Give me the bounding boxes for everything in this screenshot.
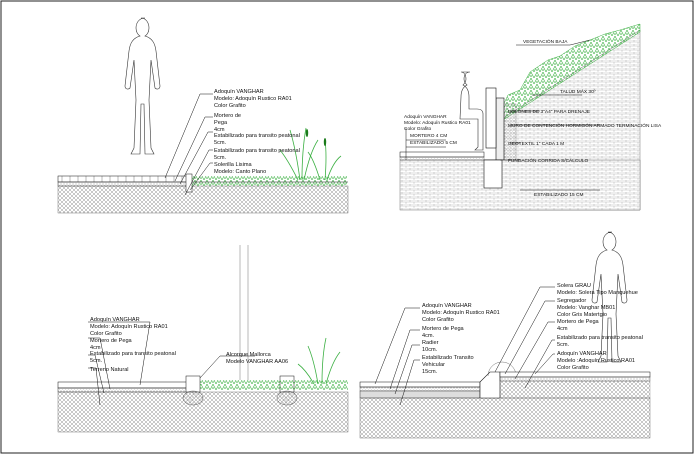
mortar-layer-tr [399, 156, 485, 161]
grass-strip-bl [200, 380, 348, 390]
tl-label-4: Pega [214, 120, 228, 126]
bl-label-1: Modelo: Adoquín Rustico RA01 [90, 324, 168, 330]
tr-labels: VEGETACIÓN BAJA TALUD MÁX 30º BOLONES DE… [404, 38, 662, 198]
br-left-3: Mortero de Pega [422, 326, 465, 332]
br-left-5: Radier [422, 340, 439, 346]
bl-label-4: 4cm [90, 345, 101, 351]
tr-left-0: Adoquín VANGHAR [404, 114, 447, 120]
person-silhouette [124, 17, 161, 155]
bl-labels: Adoquín VANGHAR Modelo: Adoquín Rustico … [90, 317, 288, 373]
tr-label-2: BOLONES DE 3"A4" PARA DRENAJE [508, 109, 590, 115]
grass-strip [192, 176, 347, 186]
base-ground [399, 159, 641, 211]
br-left-7: Estabilizado Transito [422, 355, 474, 361]
slope-vegetation [499, 23, 641, 123]
tr-label-5: FUNDACIÓN CORRIDA S/CÁLCULO [508, 157, 588, 164]
paver-layer [57, 175, 189, 183]
vehicular-mortar [359, 386, 481, 392]
panel-bottom-left: Adoquín VANGHAR Modelo: Adoquín Rustico … [57, 245, 349, 433]
bench [485, 87, 497, 149]
br-left-labels: Adoquín VANGHAR Modelo: Adoquín Rustico … [422, 303, 500, 375]
tree-pit-left [185, 375, 201, 393]
tr-label-3: MURO DE CONTENCIÓN HORMIGÓN ARMADO TERMI… [508, 122, 662, 129]
tl-label-7: 5cm. [214, 140, 227, 146]
br-right-0: Solera GRAU [557, 283, 591, 289]
ped-base [499, 380, 651, 399]
tl-label-6: Estabilizado para transito peatonal [214, 133, 300, 139]
tr-left-3: MORTERO 4 CM [410, 133, 447, 139]
tr-label-1: TALUD MÁX 30º [560, 88, 596, 95]
paver-layer-tr [399, 151, 485, 158]
curb [185, 173, 193, 193]
br-right-11: Color Grafito [557, 365, 589, 371]
bl-label-3: Mortero de Pega [90, 338, 133, 344]
tl-label-8: Estabilizado para transito peatonal [214, 148, 300, 154]
bl-label-0: Adoquín VANGHAR [90, 317, 140, 323]
retaining-wall [495, 97, 505, 161]
tree-pit-gravel-left [182, 390, 204, 406]
bl-label-2: Color Grafito [90, 331, 122, 337]
tree-pit-gravel-right [276, 390, 298, 406]
vehicular-base [359, 397, 651, 439]
br-right-2: Segregador [557, 298, 586, 304]
solera-curb [479, 371, 501, 399]
tl-label-10: Solerilla Lisima [214, 162, 253, 168]
mortar-layer [57, 181, 189, 187]
tr-label-0: VEGETACIÓN BAJA [523, 38, 568, 45]
br-left-6: 10cm. [422, 347, 438, 353]
br-right-1: Modelo: Solera Tipo Manquehue [557, 290, 638, 296]
bl-curb-1: Modelo VANGHAR AA06 [226, 359, 288, 365]
tr-left-4: ESTABILIZADO 5 CM [410, 140, 457, 146]
ped-mortar [499, 376, 651, 382]
br-left-0: Adoquín VANGHAR [422, 303, 472, 309]
person-silhouette-br [591, 231, 628, 363]
panel-bottom-right: Adoquín VANGHAR Modelo: Adoquín Rustico … [359, 231, 651, 439]
reed-plants [279, 127, 342, 181]
vehicular-pavers [359, 381, 481, 388]
br-right-labels: Solera GRAU Modelo: Solera Tipo Manquehu… [557, 283, 643, 371]
tl-label-2: Color Grafito [214, 103, 246, 109]
tree-trunk [239, 245, 249, 380]
br-right-10: Modelo :Adoquín Rustico RA01 [557, 358, 635, 364]
tl-label-5: 4cm [214, 127, 225, 133]
tr-left-2: Color Grafito [404, 126, 432, 132]
br-right-9: Adoquín VANGHAR [557, 351, 607, 357]
reed-plants-bl [297, 337, 341, 385]
tl-label-11: Modelo: Canto Plano [214, 169, 266, 175]
br-left-2: Color Grafito [422, 317, 454, 323]
paver-layer-bl [57, 381, 189, 389]
br-left-9: 15cm. [422, 369, 438, 375]
panel-top-right: VEGETACIÓN BAJA TALUD MÁX 30º BOLONES DE… [399, 23, 662, 211]
br-right-6: 4cm [557, 326, 568, 332]
tl-label-9: 5cm. [214, 155, 227, 161]
br-right-7: Estabilizado para transito peatonal [557, 335, 643, 341]
tl-labels: Adoquín VANGHAR Modelo: Adoquín Rustico … [214, 89, 300, 175]
seated-person [459, 71, 484, 151]
tr-label-4: GEOTEXTIL 1" CADA 1 M [508, 141, 564, 147]
bl-label-5: Estabilizado para transito peatonal [90, 351, 176, 357]
vehicular-slab [359, 390, 481, 399]
mortar-layer-bl [57, 387, 189, 393]
tr-label-6: ESTABILIZADO 15 CM [534, 192, 584, 198]
base-layer [57, 185, 349, 214]
ped-pavers [499, 371, 651, 378]
br-left-1: Modelo: Adoquín Rustico RA01 [422, 310, 500, 316]
curb-arc [487, 361, 517, 377]
tl-label-1: Modelo: Adoquín Rustico RA01 [214, 96, 292, 102]
br-right-5: Mortero de Pega [557, 319, 600, 325]
bl-label-6: 5cm. [90, 358, 103, 364]
tl-label-0: Adoquín VANGHAR [214, 89, 264, 95]
panel-top-left: Adoquín VANGHAR Modelo: Adoquín Rustico … [57, 17, 349, 214]
br-right-3: Modelo: Vanghar MB01 [557, 305, 615, 311]
bl-curb-0: Alcorque Mallorca [226, 352, 272, 358]
br-right-8: 5cm. [557, 342, 570, 348]
br-left-4: 4cm. [422, 333, 435, 339]
br-right-4: Color Gris Matertgio [557, 312, 607, 318]
tr-left-1: Modelo: Adoquín Rustico RA01 [404, 120, 471, 126]
tl-label-3: Mortero de [214, 113, 241, 119]
bl-label-7: Terreno Natural [90, 367, 129, 373]
br-left-8: Vehicular [422, 362, 445, 368]
